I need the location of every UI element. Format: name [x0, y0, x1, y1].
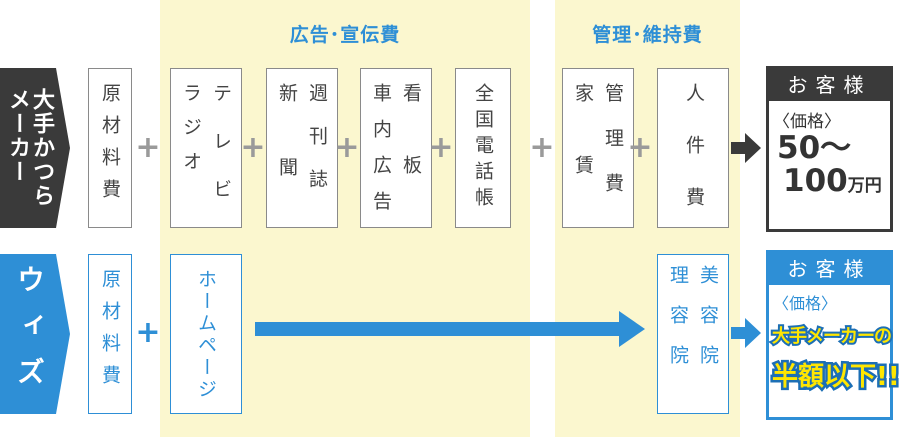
ad-cost-header: 広告･宣伝費 [289, 24, 401, 46]
plus-sign: + [428, 130, 454, 165]
management-cost-header: 管理･維持費 [592, 24, 703, 46]
maker-result-price-unit: 万円 [847, 175, 882, 196]
plus-sign: + [529, 130, 555, 165]
maker-box-magazine-newspaper: 週刊誌 新 聞 [266, 68, 338, 228]
plus-sign: + [334, 130, 360, 165]
maker-result-price-line1: 50〜 [777, 130, 852, 166]
wiz-barber-shop-text: 理容院 [667, 265, 689, 385]
maker-result-box: お客様 〈価格〉 50〜 100万円 [766, 66, 893, 232]
maker-label-tag: 大手かつら メーカー [0, 68, 70, 228]
wiz-beauty-salon-text: 美容院 [697, 265, 719, 385]
wiz-box-materials: 原材料費 [88, 254, 132, 414]
plus-sign: + [240, 130, 266, 165]
wiz-long-arrow-icon [255, 311, 645, 347]
wiz-label-tag: ウィズ [0, 254, 70, 414]
wiz-box-homepage: ホームページ [170, 254, 242, 414]
maker-magazine-text: 週刊誌 [306, 83, 328, 212]
maker-label-line2: メーカー [5, 88, 30, 184]
maker-tv-text: テレビ [210, 83, 232, 227]
wiz-homepage-text: ホームページ [195, 269, 217, 401]
maker-radio-text: ラジオ [180, 83, 202, 185]
wiz-box-salons: 美容院 理容院 [657, 254, 729, 414]
maker-box-billboard-trainads: 看 板 車内広告 [360, 68, 432, 228]
wiz-result-title: お客様 [769, 253, 890, 285]
wiz-materials-text: 原材料費 [99, 269, 121, 397]
maker-arrow-icon [731, 133, 761, 163]
maker-box-tv-radio: テレビ ラジオ [170, 68, 242, 228]
wiz-arrow-icon [731, 318, 761, 348]
maker-box-phonebook: 全国電話帳 [455, 68, 511, 228]
maker-result-price-label: 〈価格〉 [773, 112, 841, 132]
maker-personnel-text: 人件費 [683, 83, 705, 239]
maker-admin-text: 管理費 [602, 83, 624, 218]
maker-trainads-text: 車内広告 [370, 83, 392, 227]
wiz-result-box: お客様 〈価格〉 大手メーカーの 半額以下!! [766, 250, 900, 420]
maker-box-personnel: 人件費 [657, 68, 729, 239]
maker-result-title: お客様 [769, 69, 890, 101]
wiz-result-line2: 半額以下!! [770, 360, 900, 395]
maker-newspaper-text: 新 聞 [276, 83, 298, 194]
maker-box-admin-rent: 管理費 家 賃 [562, 68, 634, 228]
plus-sign: + [135, 315, 161, 350]
maker-result-price-number: 100 [783, 162, 848, 199]
maker-billboard-text: 看 板 [400, 83, 422, 191]
wiz-label: ウィズ [13, 265, 46, 403]
wiz-result-price-label: 〈価格〉 [773, 294, 838, 313]
maker-phonebook-text: 全国電話帳 [472, 83, 494, 213]
maker-materials-text: 原材料費 [99, 83, 121, 211]
plus-sign: + [135, 130, 161, 165]
maker-box-materials: 原材料費 [88, 68, 132, 228]
plus-sign: + [627, 130, 653, 165]
maker-label-line1: 大手かつら [29, 88, 54, 208]
maker-rent-text: 家 賃 [572, 83, 594, 191]
wiz-result-line1: 大手メーカーの [770, 324, 894, 349]
